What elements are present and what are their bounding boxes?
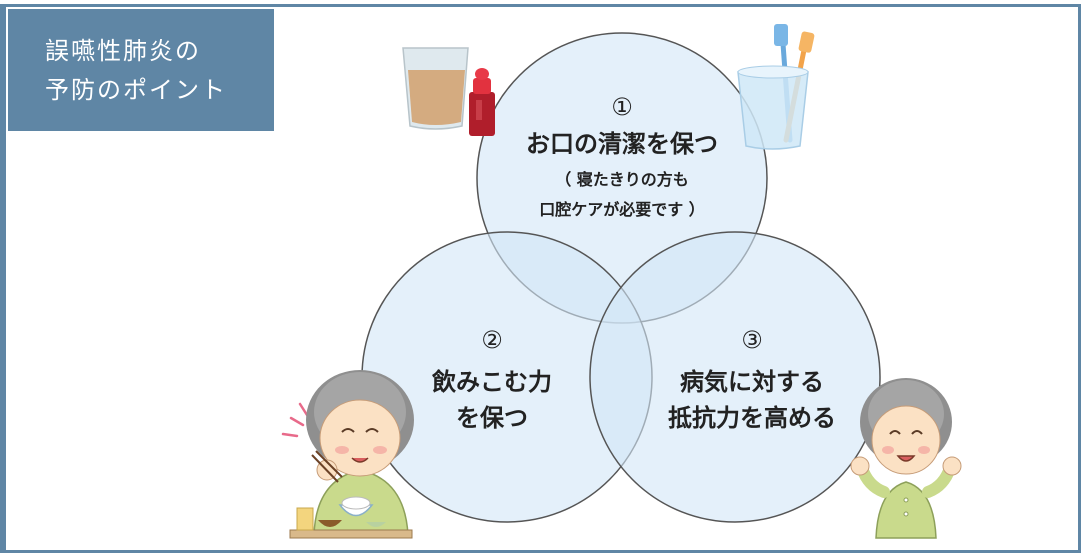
circle-1-number: ① [611,93,633,121]
circle-3-line-1: 病気に対する [680,368,824,396]
circle-1-title: お口の清潔を保つ [526,130,718,158]
mouthwash-cup-icon [402,47,495,136]
title-line-1: 誤嚥性肺炎の [45,37,201,65]
venn-circles [361,32,881,523]
circle-resistance [589,231,881,523]
page-frame [0,4,1081,553]
circle-2-line-2: を保つ [456,404,528,432]
elderly-woman-eating-icon [281,370,414,539]
elderly-woman-cheering-icon [850,378,962,539]
title-box: 誤嚥性肺炎の 予防のポイント [8,9,274,131]
circle-1-note-line-2: 口腔ケアが必要です ） [539,200,705,219]
title-line-2: 予防のポイント [45,76,227,104]
circle-2-number: ② [481,326,503,354]
circle-3-line-2: 抵抗力を高める [668,404,836,432]
circle-2-line-1: 飲みこむ力 [432,368,552,396]
circle-1-note-line-1: （ 寝たきりの方も [555,170,689,189]
toothbrush-cup-icon [737,24,815,150]
circle-3-number: ③ [741,326,763,354]
